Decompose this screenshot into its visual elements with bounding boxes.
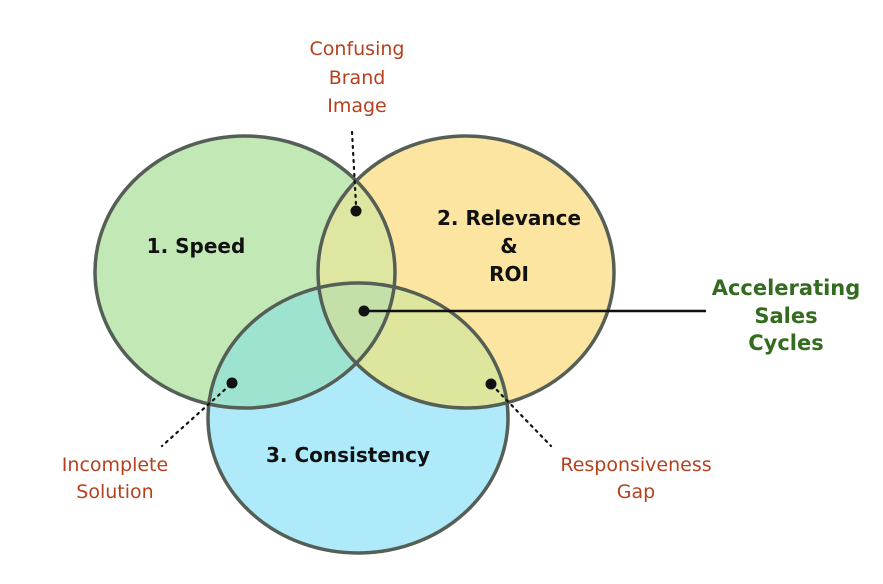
consistency-circle-outline [206, 281, 510, 555]
right-callout-connector [490, 383, 553, 448]
relevance-consistency-overlap [318, 283, 508, 408]
speed-consistency-overlap [208, 283, 395, 408]
top-callout-line2: Brand [329, 67, 386, 89]
top-dot [350, 205, 362, 217]
top-callout-line1: Confusing [310, 38, 405, 60]
top-callout-line3: Image [327, 95, 387, 117]
right-callout-line2: Gap [617, 481, 655, 503]
consistency-label: 3. Consistency [266, 443, 430, 467]
top-callout-connector [350, 130, 358, 207]
relevance-circle-outline [316, 134, 616, 410]
center-label-line1: Accelerating [712, 276, 861, 300]
center-label-line2: Sales [754, 304, 817, 328]
right-callout-line1: Responsiveness [560, 454, 711, 476]
left-callout-connector [160, 383, 232, 448]
left-callout-line2: Solution [76, 481, 153, 503]
left-dot [226, 377, 238, 389]
relevance-label-line1: 2. Relevance [437, 206, 581, 230]
center-dot [358, 305, 370, 317]
relevance-label-line3: ROI [489, 262, 529, 286]
right-dot [485, 378, 497, 390]
speed-circle-outline [93, 134, 397, 410]
speed-label: 1. Speed [147, 234, 246, 258]
relevance-label-line2: & [500, 234, 517, 258]
left-callout-line1: Incomplete [62, 454, 168, 476]
center-label-line3: Cycles [748, 331, 824, 355]
